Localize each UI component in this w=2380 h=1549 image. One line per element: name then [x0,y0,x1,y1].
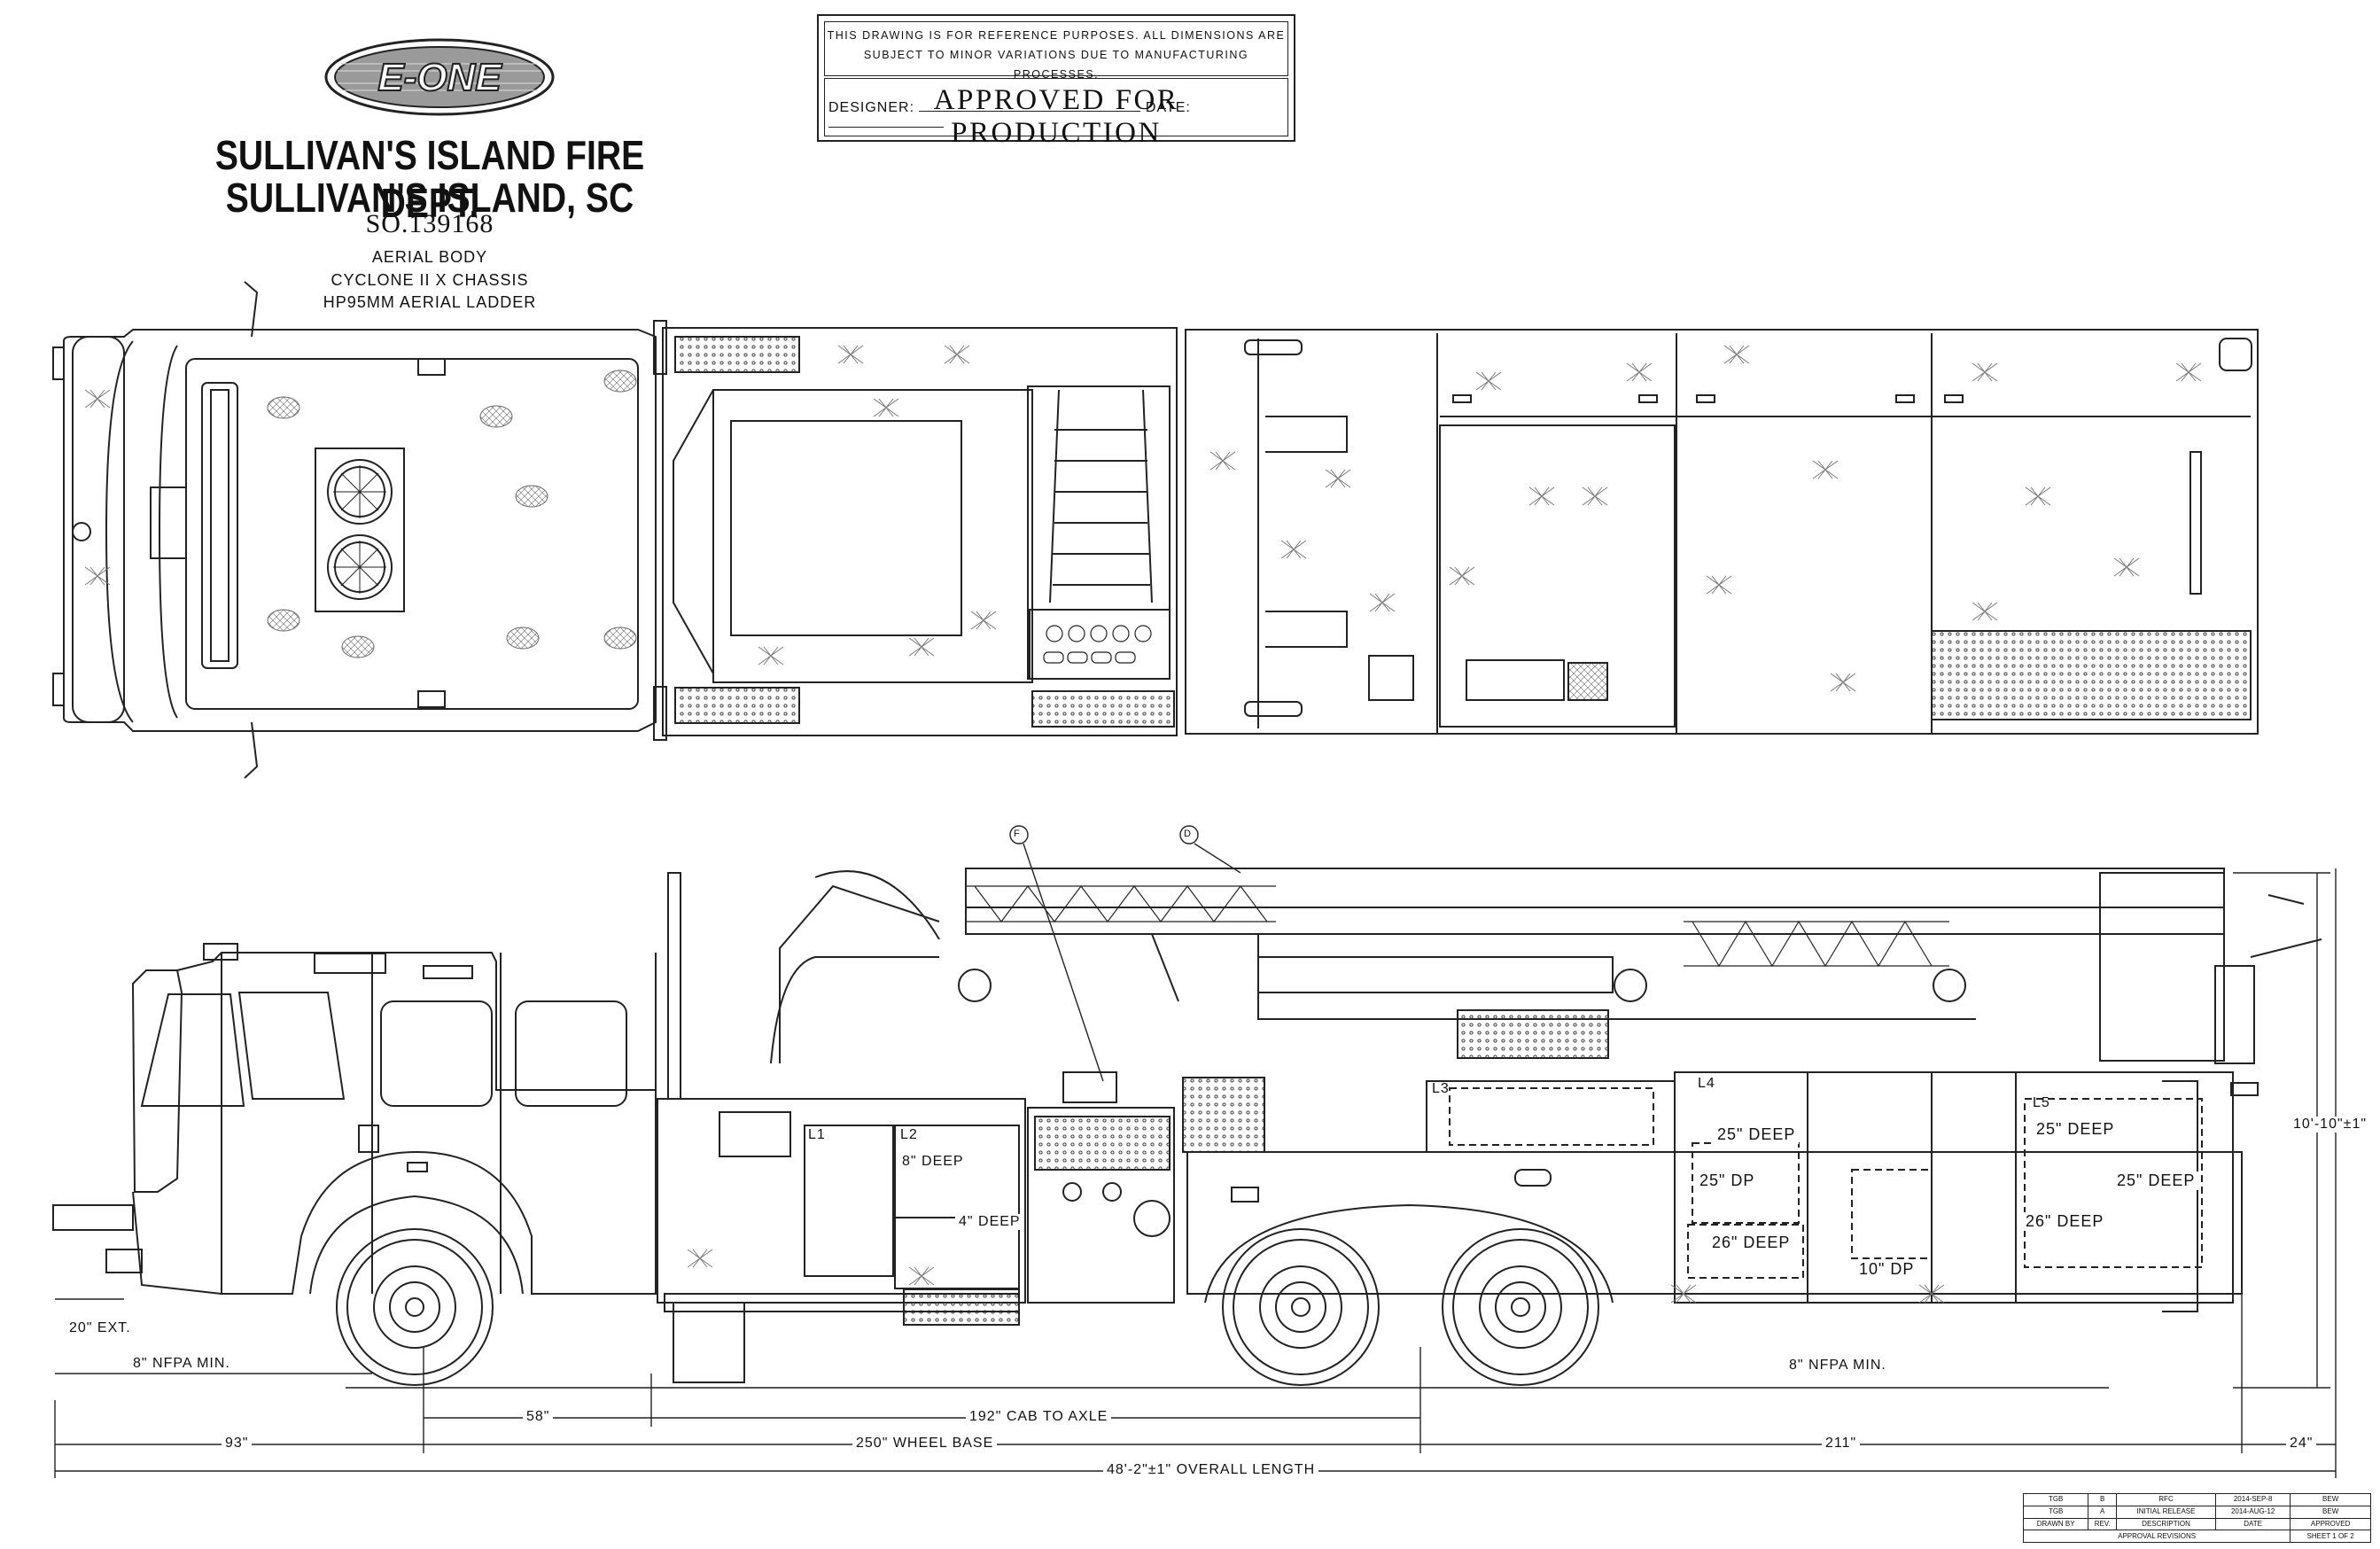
l5-top-depth: 25" DEEP [2033,1120,2119,1139]
approval-box: THIS DRAWING IS FOR REFERENCE PURPOSES. … [817,14,1295,149]
notice-line-1: THIS DRAWING IS FOR REFERENCE PURPOSES. … [827,29,1286,42]
cab-top-view [52,281,657,779]
department-location: SULLIVAN'S ISLAND, SC [225,175,634,221]
compartment-l4: L4 [1698,1076,1715,1091]
compartment-l3: L3 [1432,1081,1450,1096]
l2-bottom-depth: 4" DEEP [955,1214,1024,1230]
rev-a-drawn-by: TGB [2022,1505,2089,1519]
rear-wheels [1204,1203,1614,1386]
approval-revisions-label: APPROVAL REVISIONS [2022,1530,2291,1543]
l4-low-depth: 26" DEEP [1708,1234,1794,1252]
header-date: DATE [2215,1517,2291,1531]
date-label: DATE: [1145,100,1191,115]
spec-line-body: AERIAL BODY [371,248,488,266]
dim-24: 24" [2286,1436,2317,1452]
l4-top-depth: 25" DEEP [1714,1125,1800,1144]
header-approved: APPROVED [2290,1517,2371,1531]
rev-b-approved: BEW [2290,1493,2371,1506]
cab-side-view [52,943,657,1295]
header-description: DESCRIPTION [2115,1517,2217,1531]
aerial-body-top-view [1185,329,2259,735]
compartment-l5: L5 [2033,1095,2050,1110]
header-drawn-by: DRAWN BY [2022,1517,2089,1531]
front-wheel [309,1195,524,1386]
rev-a-description: INITIAL RELEASE [2115,1505,2217,1519]
l5-low-depth: 26" DEEP [2022,1212,2108,1231]
cab-to-axle: 192" CAB TO AXLE [966,1409,1112,1425]
revision-title-block: TGB B RFC 2014-SEP-8 BEW TGB A INITIAL R… [2022,1493,2371,1543]
aerial-ladder [667,868,2322,1100]
rev-a-letter: A [2088,1505,2117,1519]
wheel-base: 250" WHEEL BASE [852,1436,998,1452]
sheet-number: SHEET 1 OF 2 [2290,1530,2371,1543]
aerial-body-side-view [1186,1071,2243,1312]
l4-small-depth: 10" DP [1855,1260,1918,1279]
rev-b-description: RFC [2115,1493,2217,1506]
e-one-logo: E-ONE [324,38,555,116]
callout-f: F [1014,829,1020,839]
pump-module-top-view [653,320,1178,741]
header-rev: REV. [2088,1517,2117,1531]
compartment-l2: L2 [900,1127,918,1142]
l4-mid-depth: 25" DP [1696,1171,1759,1190]
compartment-l1: L1 [808,1127,826,1142]
sales-order-number: SO.139168 [365,209,494,238]
rev-b-date: 2014-SEP-8 [2215,1493,2291,1506]
signature-line: DESIGNER: DATE: [828,100,1284,132]
spec-line-ladder: HP95MM AERIAL LADDER [323,293,537,311]
overall-length: 48'-2"±1" OVERALL LENGTH [1103,1462,1319,1478]
dim-93: 93" [222,1436,253,1452]
l2-top-depth: 8" DEEP [898,1154,968,1170]
front-nfpa-clearance: 8" NFPA MIN. [129,1356,234,1372]
rev-b-letter: B [2088,1493,2117,1506]
front-overhang-ext: 20" EXT. [66,1320,135,1336]
dimension-lines [54,868,2337,1478]
approved-for-production: APPROVED FOR PRODUCTION DESIGNER: DATE: [824,78,1288,149]
rev-a-approved: BEW [2290,1505,2371,1519]
dim-211: 211" [1822,1436,1861,1452]
rev-b-drawn-by: TGB [2022,1493,2089,1506]
pump-panel-side-view [657,1071,1265,1383]
callout-bubbles [1009,825,1241,1082]
dim-58: 58" [523,1409,554,1425]
rev-a-date: 2014-AUG-12 [2215,1505,2291,1519]
spec-line-chassis: CYCLONE II X CHASSIS [331,271,529,289]
designer-label: DESIGNER: [828,100,915,115]
l5-mid-depth: 25" DEEP [2113,1171,2199,1190]
svg-text:E-ONE: E-ONE [377,56,502,99]
overall-height: 10'-10"±1" [2290,1117,2371,1133]
notice-line-2: SUBJECT TO MINOR VARIATIONS DUE TO MANUF… [863,49,1249,81]
callout-d: D [1184,829,1191,839]
rear-nfpa-clearance: 8" NFPA MIN. [1785,1358,1890,1374]
cab-top-texture [267,370,637,658]
department-name: SULLIVAN'S ISLAND FIRE DEPT. [214,132,645,226]
reference-notice: THIS DRAWING IS FOR REFERENCE PURPOSES. … [824,21,1288,81]
